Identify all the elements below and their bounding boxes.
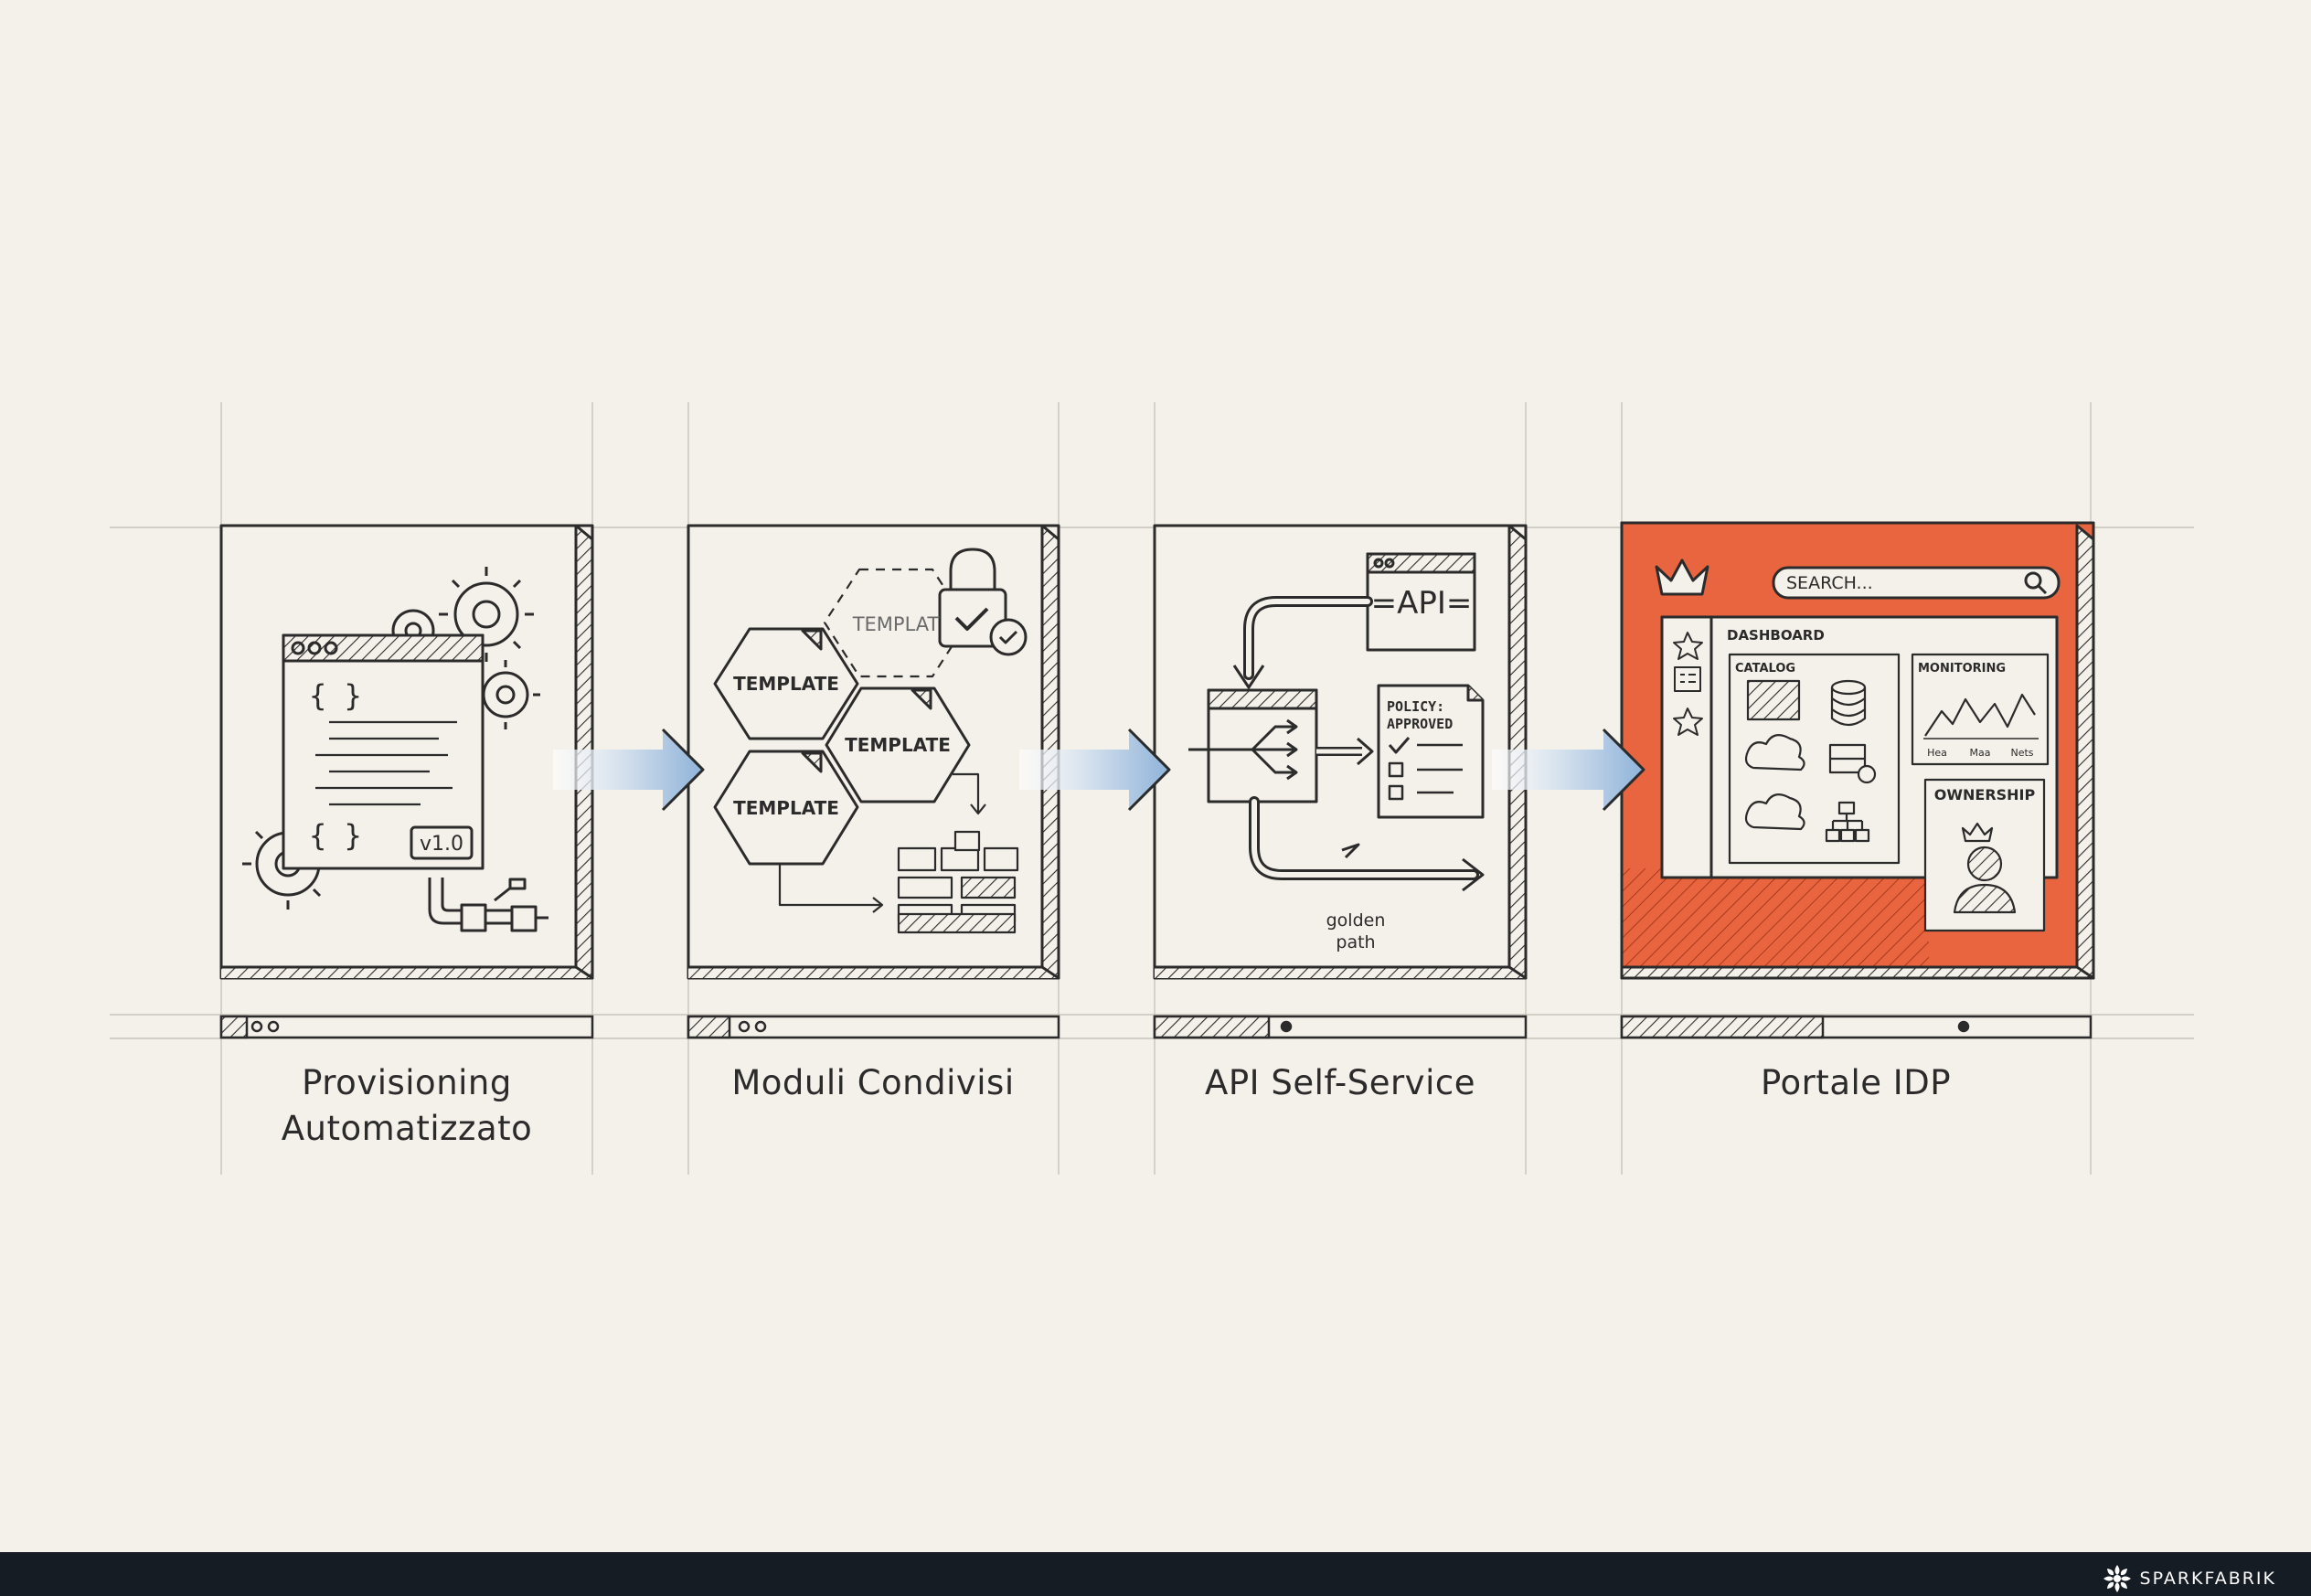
monitoring-title: MONITORING	[1918, 662, 2006, 676]
api-label: =API=	[1371, 585, 1473, 622]
pipe-icon	[428, 878, 548, 932]
stage-label-api-self-service: API Self-Service	[1148, 1060, 1532, 1106]
search-placeholder[interactable]: SEARCH...	[1786, 573, 1873, 593]
gear-icon	[242, 567, 540, 910]
flow-arrow	[553, 729, 703, 810]
stage-label-line: Moduli Condivisi	[731, 1063, 1015, 1102]
brand-name: SPARKFABRIK	[2139, 1569, 2276, 1589]
list-icon	[1680, 674, 1696, 683]
chart-tick: Nets	[2010, 747, 2033, 759]
brand-mark-icon	[2103, 1565, 2131, 1592]
policy-document-icon	[1377, 684, 1485, 819]
version-badge-text: v1.0	[420, 833, 463, 856]
crown-icon	[1655, 559, 1709, 596]
template-hex	[713, 750, 859, 866]
stage-label-line: Provisioning	[302, 1063, 512, 1102]
template-label: TEMPLATE	[733, 797, 839, 819]
chart-tick: Maa	[1970, 747, 1991, 759]
user-icon	[1966, 846, 2003, 882]
database-icon	[1830, 679, 1867, 696]
window-bars	[219, 1015, 2093, 1039]
module-blocks	[897, 830, 1019, 934]
footer-bar: SPARKFABRIK	[0, 1552, 2311, 1596]
chart-tick: Hea	[1927, 747, 1947, 759]
panel-api-self-service	[1153, 524, 1528, 980]
template-label: TEMPLATE	[845, 734, 951, 756]
panel-idp-portal	[1620, 521, 2095, 980]
code-close-brace: { }	[309, 818, 362, 853]
star-icon	[1673, 632, 1703, 660]
search-input	[1772, 566, 2061, 600]
panel-provisioning	[219, 524, 594, 980]
ownership-title: OWNERSHIP	[1934, 786, 2036, 803]
flow-arrows	[553, 728, 1645, 812]
search-icon	[2024, 571, 2042, 590]
template-hex	[825, 686, 971, 803]
stage-label-idp-portal: Portale IDP	[1664, 1060, 2048, 1106]
version-badge	[410, 825, 474, 860]
code-open-brace: { }	[309, 678, 362, 713]
golden-path-label: golden	[1326, 910, 1386, 931]
stage-label-line: Portale IDP	[1760, 1063, 1952, 1102]
ghost-template-label: TEMPLAT	[852, 613, 940, 635]
stage-label-line: API Self-Service	[1205, 1063, 1475, 1102]
template-hex	[713, 627, 859, 740]
policy-line: APPROVED	[1387, 716, 1453, 732]
brand-logo: SPARKFABRIK	[2102, 1563, 2276, 1594]
lock-icon	[938, 548, 1028, 656]
stage-label-shared-modules: Moduli Condivisi	[681, 1060, 1065, 1106]
cloud-icon	[1744, 734, 1805, 771]
hierarchy-icon	[1825, 801, 1870, 843]
flow-arrow	[1492, 729, 1644, 810]
container-icon	[1746, 679, 1801, 721]
golden-path-label: path	[1336, 932, 1375, 952]
monitoring-chart	[1924, 693, 2036, 737]
panel-shared-modules	[687, 524, 1060, 980]
star-icon	[1673, 708, 1703, 736]
monitoring-card	[1911, 653, 2050, 766]
template-label: TEMPLATE	[733, 673, 839, 695]
flow-arrow	[1019, 729, 1169, 810]
stage-label-provisioning: Provisioning Automatizzato	[215, 1060, 599, 1152]
cloud-network-icon	[1744, 793, 1805, 831]
stage-label-line: Automatizzato	[281, 1109, 533, 1148]
dashboard-title: DASHBOARD	[1727, 627, 1825, 644]
catalog-title: CATALOG	[1735, 662, 1795, 676]
policy-line: POLICY:	[1387, 698, 1444, 715]
